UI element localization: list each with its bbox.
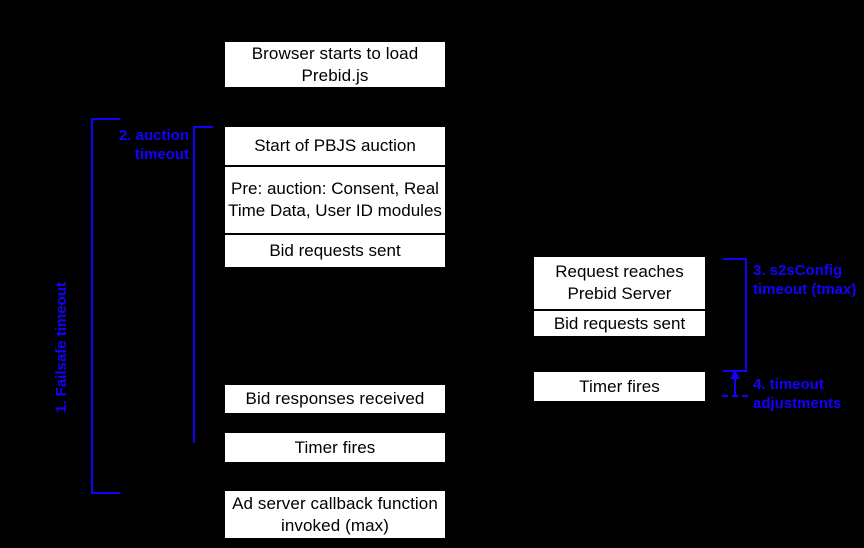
s2sconfig-bracket-top-arm [723,258,747,260]
box-timer-fires-client-label: Timer fires [294,437,376,457]
box-bid-requests-sent-server-label: Bid requests sent [553,313,686,333]
failsafe-bracket-spine [91,118,93,494]
box-bid-requests-sent-server: Bid requests sent [534,309,705,336]
box-request-reaches-prebid-server: Request reaches Prebid Server [534,257,705,309]
box-browser-starts-load-prebid-label: Browser starts to load Prebid.js [251,43,419,85]
server-stack: Request reaches Prebid Server Bid reques… [534,257,705,336]
auction-bracket-spine [193,126,195,443]
box-bid-requests-sent-client: Bid requests sent [225,233,445,267]
box-request-reaches-prebid-server-label: Request reaches Prebid Server [555,262,684,303]
box-ad-server-callback-label: Ad server callback function invoked (max… [232,493,438,535]
s2sconfig-bracket-spine [745,258,747,372]
s2sconfig-timeout-label: 3. s2sConfig timeout (tmax) [753,262,857,298]
box-bid-responses-received-label: Bid responses received [245,389,425,408]
box-bid-responses-received: Bid responses received [225,385,445,413]
box-start-of-pbjs-auction: Start of PBJS auction [225,127,445,165]
box-bid-requests-sent-client-label: Bid requests sent [269,241,401,260]
auction-stack: Start of PBJS auction Pre: auction: Cons… [225,127,445,267]
timeout-adjustments-arrow-icon [730,370,740,396]
box-start-of-pbjs-auction-label: Start of PBJS auction [254,136,416,155]
box-browser-starts-load-prebid: Browser starts to load Prebid.js [225,42,445,87]
timeout-adjustments-baseline [722,395,748,397]
failsafe-timeout-label: 1. Failsafe timeout [53,282,70,413]
auction-bracket-top-arm [193,126,213,128]
box-timer-fires-server-label: Timer fires [579,376,660,396]
timeout-adjustments-label: 4. timeout adjustments [753,376,842,412]
failsafe-bracket-top-arm [91,118,120,120]
box-timer-fires-client: Timer fires [225,433,445,462]
box-ad-server-callback: Ad server callback function invoked (max… [225,491,445,538]
failsafe-bracket-bottom-arm [91,492,120,494]
box-pre-auction-modules-label: Pre: auction: Consent, Real Time Data, U… [228,179,442,220]
box-timer-fires-server: Timer fires [534,372,705,401]
auction-timeout-label: 2. auction timeout [118,127,189,163]
box-pre-auction-modules: Pre: auction: Consent, Real Time Data, U… [225,165,445,233]
